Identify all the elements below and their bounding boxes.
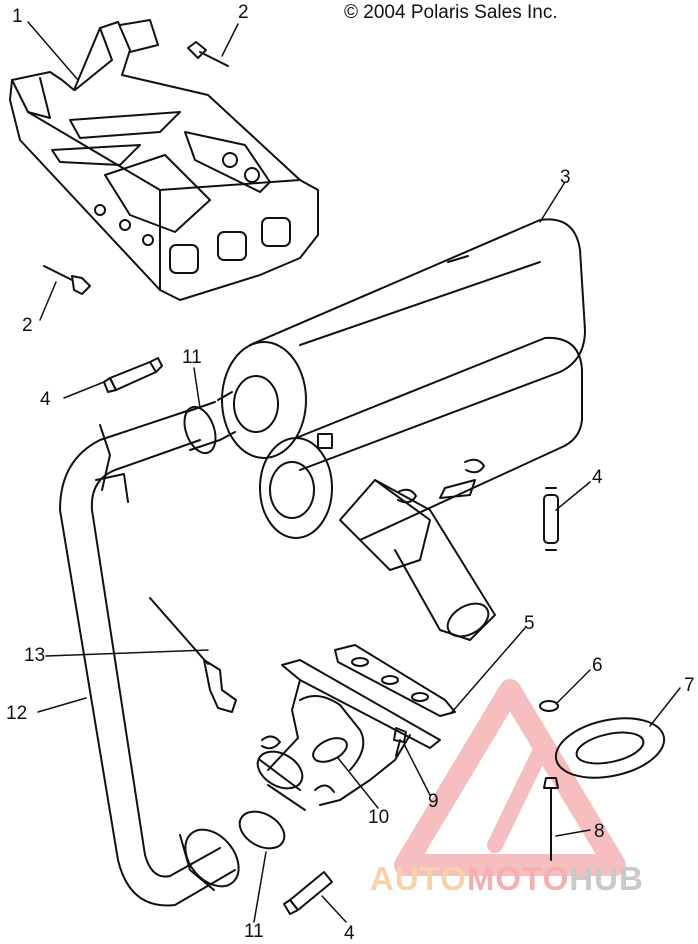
leader-lines <box>27 21 681 923</box>
part-2-bolt-top <box>187 41 229 67</box>
callout-2-left: 2 <box>22 315 33 336</box>
callout-10: 10 <box>368 807 390 828</box>
callout-3: 3 <box>560 167 571 188</box>
part-1-bracket <box>9 19 319 301</box>
callout-11-top: 11 <box>182 347 202 368</box>
callout-12: 12 <box>6 703 28 724</box>
part-13-o2-sensor <box>149 597 237 713</box>
callout-1: 1 <box>12 6 23 27</box>
callout-8: 8 <box>594 821 605 842</box>
callout-7: 7 <box>684 675 695 696</box>
part-9-bolt <box>393 727 407 757</box>
callout-4-right: 4 <box>592 467 603 488</box>
watermark-auto: AUTO <box>370 860 467 897</box>
callout-11-bottom: 11 <box>244 921 264 942</box>
callout-6: 6 <box>592 655 603 676</box>
watermark-triangle <box>394 679 626 876</box>
part-7-oval-gasket <box>554 717 666 779</box>
part-4-spring-top <box>103 357 163 393</box>
callout-13: 13 <box>24 645 46 666</box>
watermark-text: AUTOMOTOHUB <box>370 862 644 895</box>
part-8-bolt <box>543 777 559 861</box>
callout-4-top: 4 <box>40 389 51 410</box>
part-4-spring-bottom <box>283 871 333 915</box>
part-6-washer <box>539 700 559 712</box>
part-3-muffler <box>221 218 586 641</box>
part-11-sleeve-bottom <box>238 750 306 850</box>
part-12-head-pipe <box>59 409 240 907</box>
watermark-hub: HUB <box>569 860 644 897</box>
copyright-text: © 2004 Polaris Sales Inc. <box>344 2 558 23</box>
callout-5: 5 <box>524 613 535 634</box>
callout-4-bottom: 4 <box>344 923 355 944</box>
callout-9: 9 <box>428 791 439 812</box>
part-5-gasket <box>334 644 456 717</box>
part-2-bolt-left <box>43 265 91 295</box>
part-4-spring-right <box>543 487 559 551</box>
watermark-moto: MOTO <box>466 860 570 897</box>
callout-2-top: 2 <box>238 2 249 23</box>
